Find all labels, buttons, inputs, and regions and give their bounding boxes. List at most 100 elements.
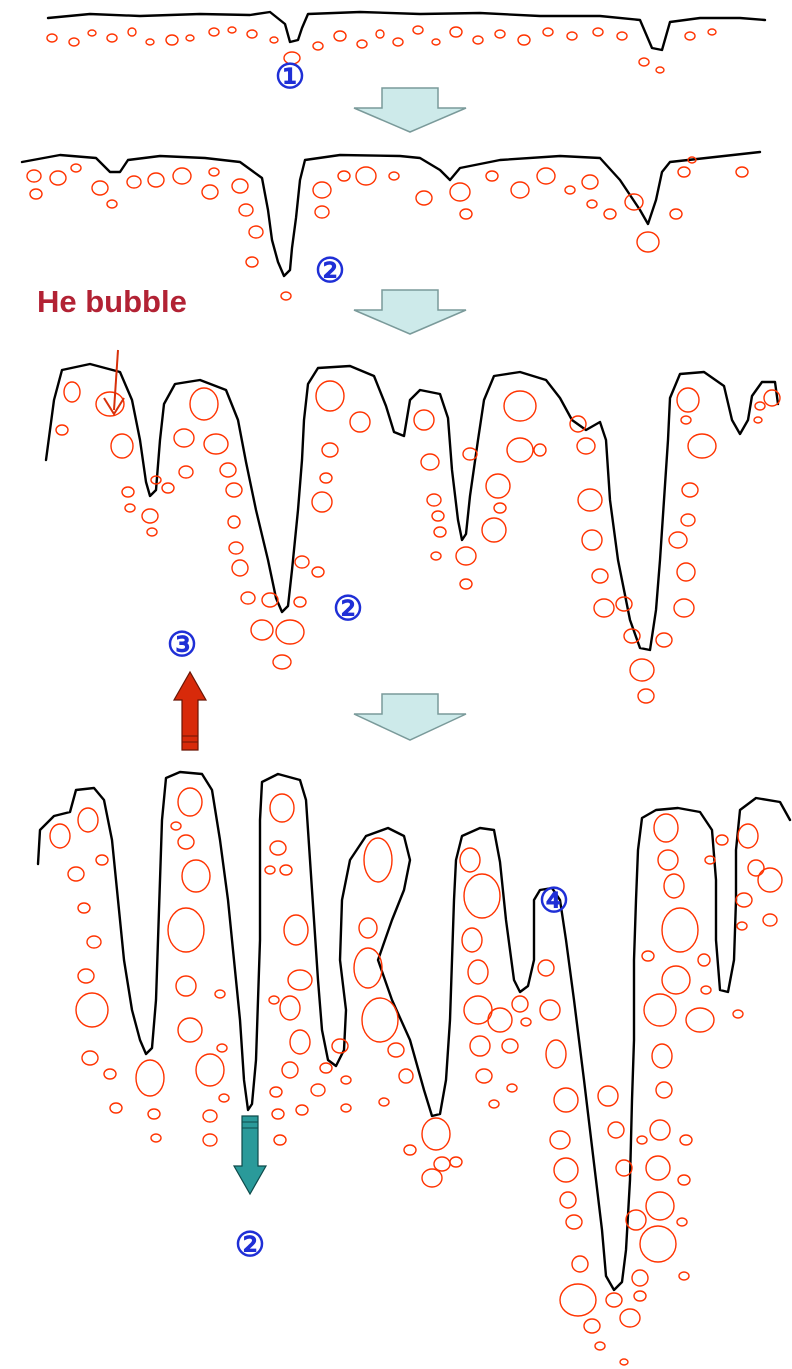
marker-3-label: ③ [167,626,197,664]
he-bubble [560,1192,576,1208]
he-bubble [270,841,286,855]
he-bubble [190,388,218,420]
he-bubble [534,444,546,456]
he-bubble [677,388,699,412]
he-bubble [652,1044,672,1068]
he-bubble [247,30,257,38]
surface-line-stage-3 [46,364,778,650]
he-bubble [587,200,597,208]
he-bubble [146,39,154,45]
he-bubble [217,1044,227,1052]
he-bubble [68,867,84,881]
marker-1-label: ① [275,58,305,96]
he-bubble [281,292,291,300]
he-bubble [656,633,672,647]
he-bubble [620,1309,640,1327]
stage-arrow-2 [354,290,466,334]
he-bubble [594,599,614,617]
he-bubble [315,206,329,218]
he-bubble [540,1000,560,1020]
he-bubble [313,42,323,50]
he-bubble [584,1319,600,1333]
he-bubble [617,32,627,40]
he-bubble [754,417,762,423]
down-block-arrow-icon [354,88,466,132]
he-bubble [450,27,462,37]
he-bubble [209,168,219,176]
he-bubble [354,948,382,988]
he-bubble [592,569,608,583]
he-bubble [220,463,236,477]
he-bubble [128,28,136,36]
marker-1: ① [275,58,305,96]
stage-arrow-3 [354,694,466,740]
he-bubble [662,966,690,994]
bubbles-stage-1 [47,26,716,73]
he-bubble [239,204,253,216]
he-bubble [413,26,423,34]
he-bubble [232,560,248,576]
bubbles-stage-2 [27,157,748,300]
he-bubble [241,592,255,604]
he-bubble [251,620,273,640]
stage-1 [47,12,765,73]
he-bubble [338,171,350,181]
he-bubble [488,1008,512,1032]
he-bubble [658,850,678,870]
he-bubble [376,30,384,38]
he-bubble [460,848,480,872]
he-bubble [470,1036,490,1056]
he-bubble [176,976,196,996]
he-bubble [280,996,300,1020]
he-bubble [92,181,108,195]
he-bubble [521,1018,531,1026]
he-bubble [679,1272,689,1280]
he-bubble [107,200,117,208]
he-bubble [644,994,676,1026]
stage-4 [38,772,790,1365]
he-bubble [364,838,392,882]
he-bubble [82,1051,98,1065]
he-bubble [489,1100,499,1108]
he-bubble [179,466,193,478]
he-bubble [71,164,81,172]
he-bubble [313,182,331,198]
he-bubble [232,179,248,193]
he-bubble [578,489,602,511]
he-bubble [637,232,659,252]
he-bubble [640,1226,676,1262]
he-bubble [482,518,506,542]
pointer-arrow-icon [104,350,124,414]
he-bubble [748,860,764,876]
he-bubble [698,954,710,966]
he-bubble [511,182,529,198]
he-bubble [359,918,377,938]
he-bubble [320,1063,332,1073]
up-arrow-icon [174,672,206,750]
he-bubble [274,1135,286,1145]
he-bubble [148,173,164,187]
he-bubble [229,542,243,554]
he-bubble [518,35,530,45]
he-bubble [178,788,202,816]
he-bubble [637,1136,647,1144]
he-bubble [656,1082,672,1098]
he-bubble [350,412,370,432]
he-bubble [670,209,682,219]
he-bubble [393,38,403,46]
he-bubble [203,1134,217,1146]
marker-2a: ② [315,252,345,290]
he-bubble [88,30,96,36]
he-bubble [669,532,687,548]
he-bubble [685,32,695,40]
he-bubble [203,1110,217,1122]
he-bubble [341,1076,351,1084]
he-bubble [204,434,228,454]
bubbles-stage-3 [56,381,780,703]
he-bubble [399,1069,413,1083]
he-bubble [125,504,135,512]
he-bubble [64,382,80,402]
he-bubble [468,960,488,984]
he-bubble [550,1131,570,1149]
he-bubble [502,1039,518,1053]
